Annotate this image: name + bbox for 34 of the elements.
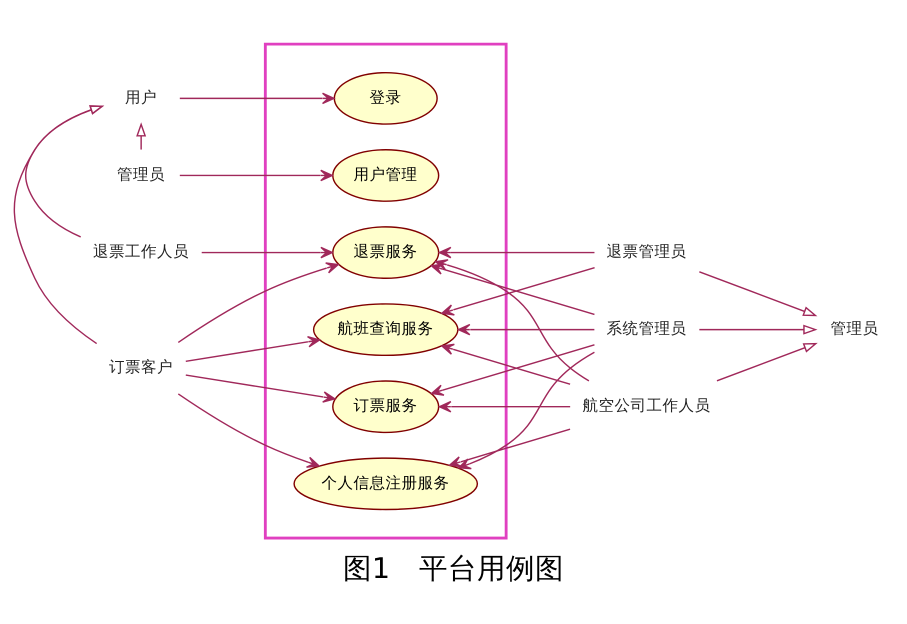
- node-ellipse: 退票服务: [332, 226, 440, 278]
- node-text: 管理员: [830, 318, 878, 338]
- arrow: [180, 92, 335, 104]
- arrow: [699, 270, 818, 316]
- arrow: [202, 246, 334, 258]
- arrow: [438, 246, 594, 258]
- node-text: 订票客户: [109, 356, 174, 376]
- arrow: [434, 258, 590, 381]
- arrow: [25, 104, 104, 238]
- arrow: [699, 324, 818, 334]
- arrow: [14, 104, 104, 344]
- node-text: 退票管理员: [606, 241, 687, 260]
- arrow: [178, 262, 339, 343]
- arrow: [178, 392, 320, 468]
- arrow: [458, 323, 594, 335]
- node-ellipse: 订票服务: [332, 380, 440, 433]
- node-text: 退票工作人员: [93, 241, 190, 260]
- node-text: 用户: [125, 86, 158, 106]
- node-text: 系统管理员: [606, 318, 687, 338]
- arrow: [441, 343, 570, 384]
- node-text: 航空公司工作人员: [582, 395, 711, 414]
- node-ellipse: 用户管理: [332, 148, 440, 202]
- arrow: [716, 342, 818, 381]
- arrow: [136, 122, 146, 150]
- arrow: [180, 169, 333, 181]
- arrow: [438, 400, 570, 412]
- arrow: [448, 428, 570, 468]
- arrow: [430, 344, 595, 396]
- arrow: [186, 335, 320, 362]
- caption: 图1 平台用例图: [342, 550, 564, 585]
- cluster: [264, 42, 508, 539]
- node-ellipse: 登录: [334, 71, 438, 124]
- arrow: [186, 374, 336, 402]
- node-text: 管理员: [117, 164, 166, 183]
